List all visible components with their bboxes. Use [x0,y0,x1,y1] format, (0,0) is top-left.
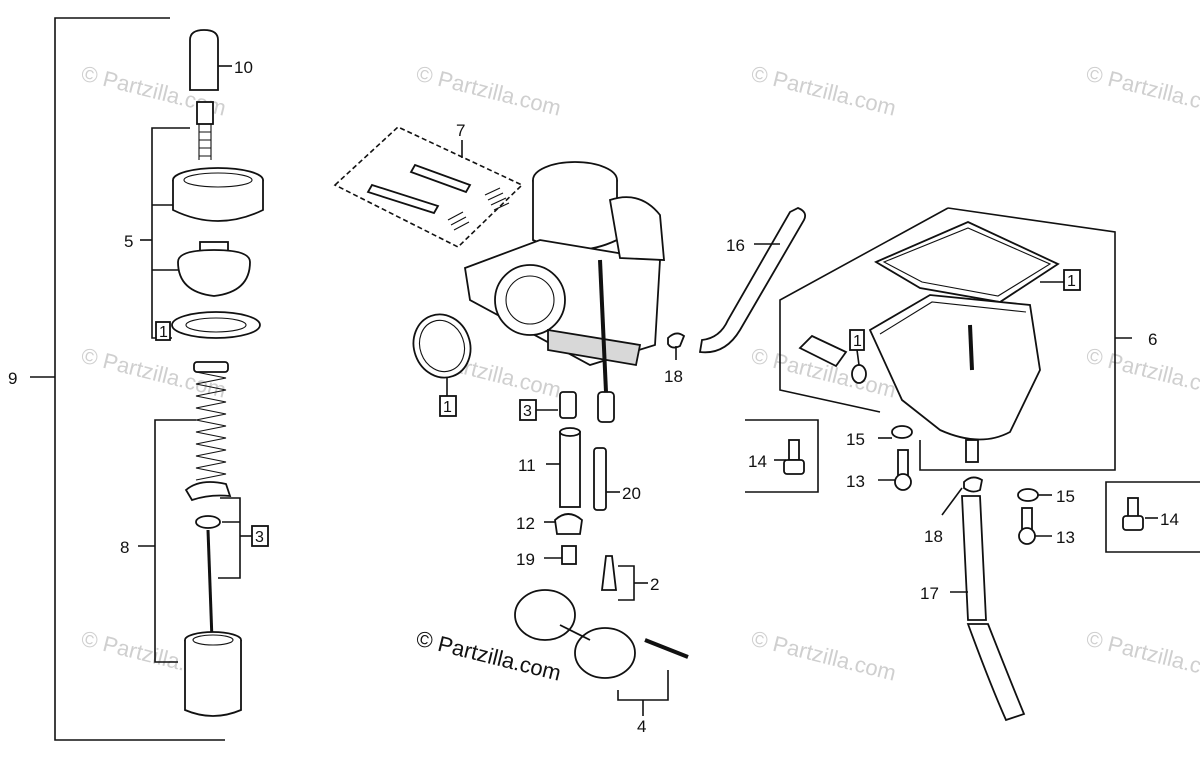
label-12: 12 [516,514,535,533]
label-8: 8 [120,538,129,557]
watermark-faint: © Partzilla.com [414,61,564,121]
label-9: 9 [8,369,17,388]
watermark-faint: © Partzilla.com [1084,343,1200,403]
label-17: 17 [920,584,939,603]
label-18: 18 [664,367,683,386]
watermark-faint: © Partzilla.com [749,626,899,686]
label-5: 5 [124,232,133,251]
label-10: 10 [234,58,253,77]
label-18: 18 [924,527,943,546]
label-3-boxed: 3 [523,403,532,420]
throttle-valve-assembly: 9 10 5 1 8 [8,17,269,741]
vent-hose-assembly: 16 18 [664,207,807,386]
carburetor-body: 7 1 3 11 20 [333,121,689,736]
label-13: 13 [1056,528,1075,547]
label-1-boxed: 1 [443,399,452,416]
label-1-boxed: 1 [853,333,862,350]
label-6: 6 [1148,330,1157,349]
label-3-boxed: 3 [255,529,264,546]
watermark-faint: © Partzilla.com [749,61,899,121]
float-chamber-assembly: 6 1 1 15 13 14 18 [745,207,1200,722]
label-14: 14 [748,452,767,471]
label-20: 20 [622,484,641,503]
watermark-faint: © Partzilla.com [1084,626,1200,686]
label-16: 16 [726,236,745,255]
label-14: 14 [1160,510,1179,529]
label-15: 15 [846,430,865,449]
watermark-faint: © Partzilla.com [1084,61,1200,121]
label-1-boxed: 1 [1067,273,1076,290]
label-11: 11 [518,456,536,475]
label-1-boxed: 1 [159,324,168,341]
label-13: 13 [846,472,865,491]
label-2: 2 [650,575,659,594]
label-4: 4 [637,717,646,736]
label-15: 15 [1056,487,1075,506]
label-7: 7 [456,121,465,140]
label-19: 19 [516,550,535,569]
